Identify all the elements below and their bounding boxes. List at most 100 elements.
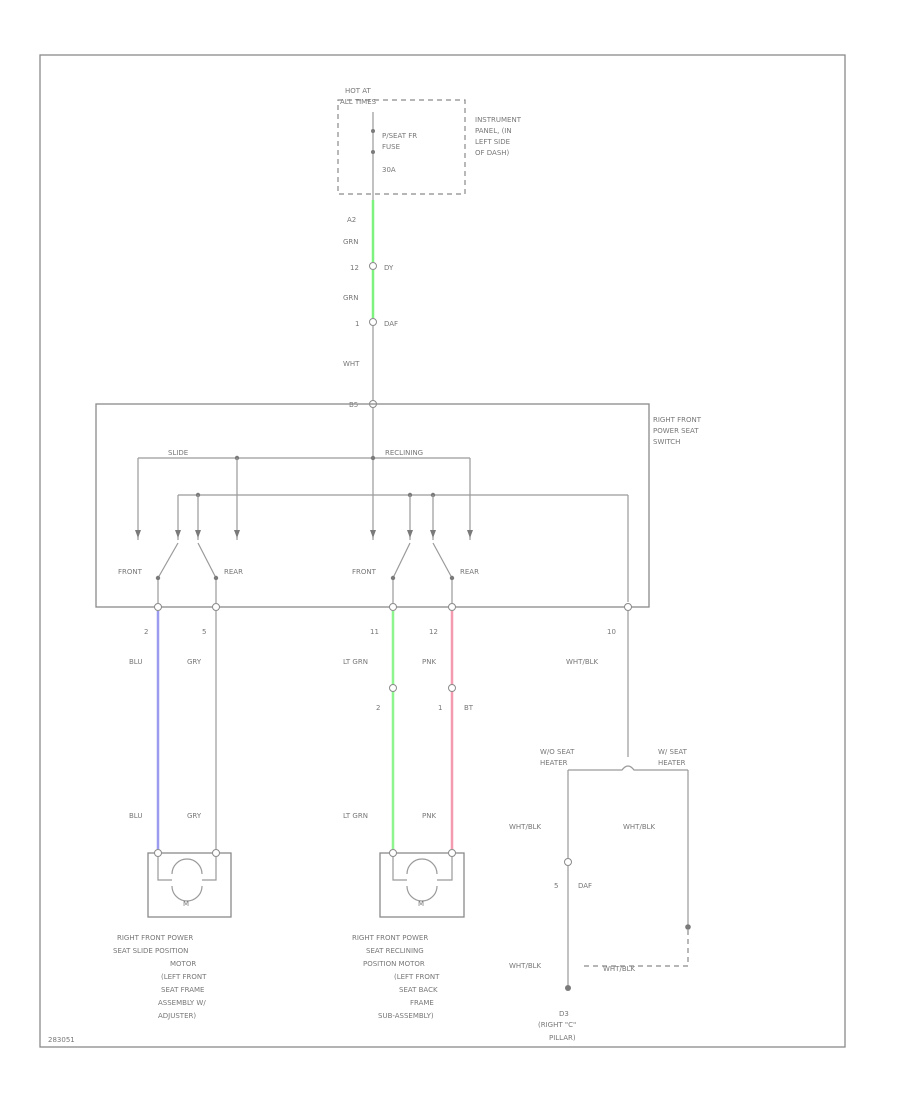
slide-motor-terminal-2 — [212, 849, 220, 857]
ground-label-line1: D3 — [559, 1010, 569, 1018]
pin-11-label: 11 — [370, 628, 379, 636]
switch-terminal-2 — [154, 603, 162, 611]
slide-front-blade — [157, 542, 179, 579]
w-heater-label-line1: W/ SEAT — [658, 748, 688, 756]
ground-point-icon — [565, 985, 571, 991]
diagram-frame — [39, 54, 846, 1048]
blu-label-bottom: BLU — [129, 812, 142, 820]
recline-front-pivot — [390, 575, 396, 581]
switch-terminal-11 — [389, 603, 397, 611]
upper-bus-dot-2 — [370, 455, 376, 461]
pin-5-label: 5 — [202, 628, 206, 636]
switch-contact-arrows — [135, 530, 473, 538]
connector-bt-pin-1 — [448, 684, 456, 692]
recline-motor-box — [379, 852, 465, 918]
pnk-label-bottom: PNK — [422, 812, 436, 820]
lt-grn-label-top: LT GRN — [343, 658, 368, 666]
recline-rear-pivot — [449, 575, 455, 581]
reclining-label: RECLINING — [385, 449, 423, 457]
grn-label-1: GRN — [343, 238, 359, 246]
switch-pin-label: B5 — [349, 401, 358, 409]
recline-motor-terminal-1 — [389, 849, 397, 857]
connector-dy-id: DY — [384, 264, 394, 272]
heater-connector — [564, 858, 572, 866]
recline-motor-m: M — [418, 900, 424, 908]
wht-blk-label-low-right: WHT/BLK — [603, 965, 636, 973]
recline-front-label: FRONT — [352, 568, 377, 576]
slide-motor-m: M — [183, 900, 189, 908]
fuse-label-line1: P/SEAT FR — [382, 132, 417, 140]
slide-motor-label-line1: RIGHT FRONT POWER — [117, 934, 193, 942]
slide-rear-blade — [197, 542, 217, 579]
wo-heater-label-line1: W/O SEAT — [540, 748, 575, 756]
pin-a2-label: A2 — [347, 216, 356, 224]
slide-front-label: FRONT — [118, 568, 143, 576]
recline-motor-label-line6: FRAME — [410, 999, 434, 1007]
connector-bt-pin-2 — [389, 684, 397, 692]
fuse-label-line2: FUSE — [382, 143, 400, 151]
connector-daf — [369, 318, 377, 326]
slide-label: SLIDE — [168, 449, 188, 457]
switch-terminal-5 — [212, 603, 220, 611]
recline-rear-blade — [432, 542, 453, 579]
fuse-bottom-terminal — [371, 150, 375, 154]
wht-blk-label-left: WHT/BLK — [509, 823, 542, 831]
w-heater-ground-dashed — [580, 930, 689, 967]
heater-option-crossover — [568, 765, 688, 771]
switch-terminal-10 — [624, 603, 632, 611]
switch-label-line3: SWITCH — [653, 438, 680, 446]
slide-motor-label-line6: ASSEMBLY W/ — [158, 999, 206, 1007]
blu-label-top: BLU — [129, 658, 142, 666]
recline-front-blade — [392, 542, 411, 579]
recline-motor-label-line7: SUB-ASSEMBLY) — [378, 1012, 434, 1020]
grn-label-2: GRN — [343, 294, 359, 302]
slide-motor-leads — [157, 857, 217, 881]
fuse-label-line3: 30A — [382, 166, 396, 174]
diagram-code: 283051 — [48, 1036, 75, 1044]
slide-motor-label-line4: (LEFT FRONT — [161, 973, 207, 981]
ground-label-line2: (RIGHT "C" — [538, 1021, 576, 1029]
recline-motor-terminal-2 — [448, 849, 456, 857]
power-seat-switch-box — [95, 403, 650, 608]
panel-label-line4: OF DASH) — [475, 149, 510, 157]
source-label-line1: HOT AT — [345, 87, 372, 95]
slide-rear-pivot — [213, 575, 219, 581]
connector-bt-label: BT — [464, 704, 474, 712]
gry-label-top: GRY — [187, 658, 202, 666]
recline-motor-label-line1: RIGHT FRONT POWER — [352, 934, 428, 942]
heater-connector-id: DAF — [578, 882, 592, 890]
recline-motor-leads — [392, 857, 453, 881]
recline-motor-label-line5: SEAT BACK — [399, 986, 438, 994]
slide-motor-label-line2: SEAT SLIDE POSITION — [113, 947, 188, 955]
wht-blk-label-low-left: WHT/BLK — [509, 962, 542, 970]
switch-label-line2: POWER SEAT — [653, 427, 699, 435]
ground-label-line3: PILLAR) — [549, 1034, 576, 1042]
recline-motor-label-line2: SEAT RECLINING — [366, 947, 424, 955]
fuse-top-terminal — [371, 129, 375, 133]
connector-daf-pin: 1 — [355, 320, 359, 328]
recline-rear-label: REAR — [460, 568, 479, 576]
pin-2-label: 2 — [144, 628, 148, 636]
connector-bt-pin-1-label: 1 — [438, 704, 442, 712]
recline-motor-label-line3: POSITION MOTOR — [363, 960, 425, 968]
slide-motor-label-line7: ADJUSTER) — [158, 1012, 196, 1020]
connector-bt-pin-2-label: 2 — [376, 704, 380, 712]
instrument-panel-junction-box — [337, 99, 466, 195]
wht-blk-label-right: WHT/BLK — [623, 823, 656, 831]
slide-motor-box — [147, 852, 232, 918]
slide-motor-label-line5: SEAT FRAME — [161, 986, 204, 994]
gry-label-bottom: GRY — [187, 812, 202, 820]
connector-dy — [369, 262, 377, 270]
panel-label-line1: INSTRUMENT — [475, 116, 522, 124]
slide-front-pivot — [155, 575, 161, 581]
slide-motor-label-line3: MOTOR — [170, 960, 196, 968]
lt-grn-label-bottom: LT GRN — [343, 812, 368, 820]
switch-label-line1: RIGHT FRONT — [653, 416, 702, 424]
slide-motor-terminal-1 — [154, 849, 162, 857]
recline-motor-label-line4: (LEFT FRONT — [394, 973, 440, 981]
connector-dy-pin: 12 — [350, 264, 359, 272]
slide-rear-label: REAR — [224, 568, 243, 576]
source-label-line2: ALL TIMES — [340, 98, 377, 106]
wht-label: WHT — [343, 360, 360, 368]
